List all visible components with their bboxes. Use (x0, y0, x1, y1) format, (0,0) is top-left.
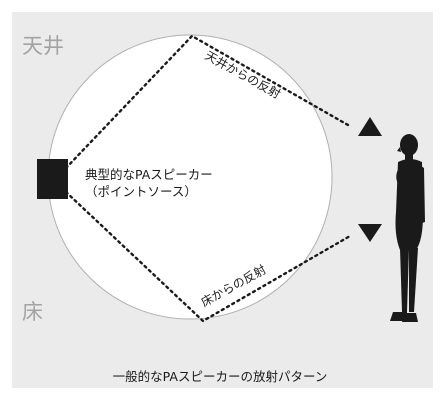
floor-arrow-icon (358, 224, 382, 242)
ceiling-reflection-path (64, 34, 350, 170)
speaker-label: 典型的なPAスピーカー (85, 167, 213, 182)
listener-silhouette-icon (390, 134, 425, 322)
ceiling-arrow-icon (358, 117, 382, 136)
diagram-caption: 一般的なPAスピーカーの放射パターン (112, 369, 328, 384)
speaker-box-icon (37, 159, 68, 199)
speaker-type-label: （ポイントソース） (85, 184, 197, 199)
floor-label: 床 (22, 300, 43, 324)
ceiling-label: 天井 (22, 34, 64, 58)
floor-reflection-path (64, 190, 352, 323)
